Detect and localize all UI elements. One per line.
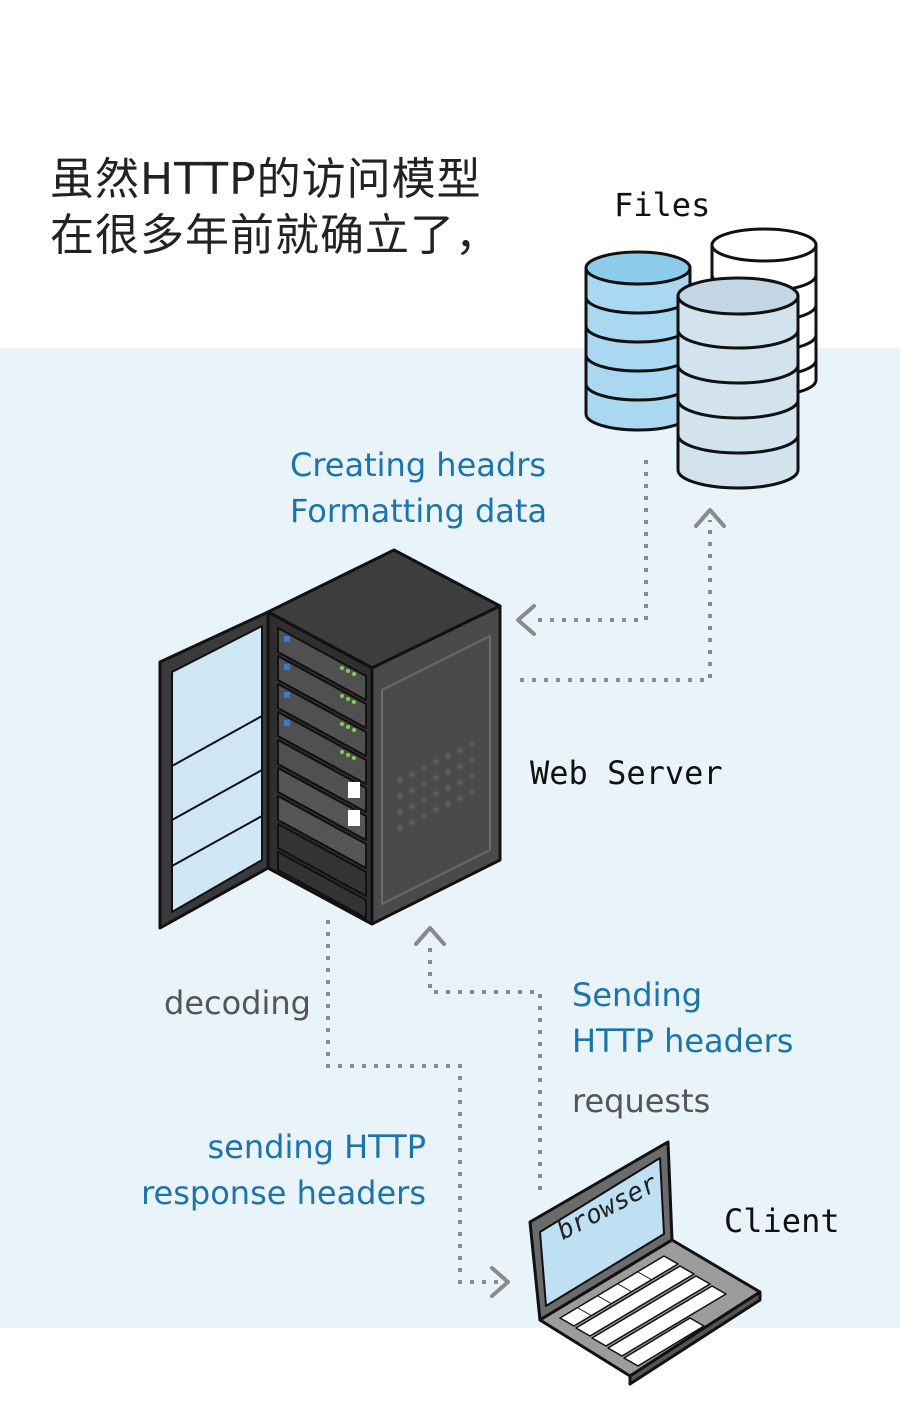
title-line-1: 虽然HTTP的访问模型 — [50, 154, 482, 205]
sending-headers-line-1: Sending — [572, 976, 703, 1014]
server-task-2: Formatting data — [290, 492, 548, 530]
arrow-client-to-server — [428, 940, 542, 1190]
web-server-label: Web Server — [530, 754, 723, 792]
response-line-2: response headers — [141, 1174, 426, 1212]
server-tasks-label: Creating headrs Formatting data — [290, 442, 547, 534]
arrow-files-to-server — [530, 460, 648, 622]
files-label: Files — [614, 186, 711, 224]
page-title: 虽然HTTP的访问模型 在很多年前就确立了， — [50, 152, 500, 264]
dotted-arrows — [326, 460, 712, 1284]
requests-label: requests — [572, 1082, 711, 1120]
response-line-1: sending HTTP — [207, 1128, 427, 1166]
response-headers-label: sending HTTP response headers — [140, 1124, 426, 1216]
server-task-1: Creating headrs — [290, 446, 547, 484]
arrow-server-to-files — [520, 520, 712, 682]
title-line-2: 在很多年前就确立了， — [50, 210, 500, 261]
sending-headers-label: Sending HTTP headers — [572, 972, 793, 1064]
client-laptop-icon — [528, 1140, 762, 1386]
web-server-icon — [158, 548, 502, 930]
decoding-label: decoding — [164, 984, 311, 1022]
arrow-server-to-client — [326, 920, 500, 1284]
client-label: Client — [724, 1202, 840, 1240]
files-database-icon — [584, 227, 818, 490]
arrow-heads — [414, 508, 726, 1298]
sending-headers-line-2: HTTP headers — [572, 1022, 794, 1060]
